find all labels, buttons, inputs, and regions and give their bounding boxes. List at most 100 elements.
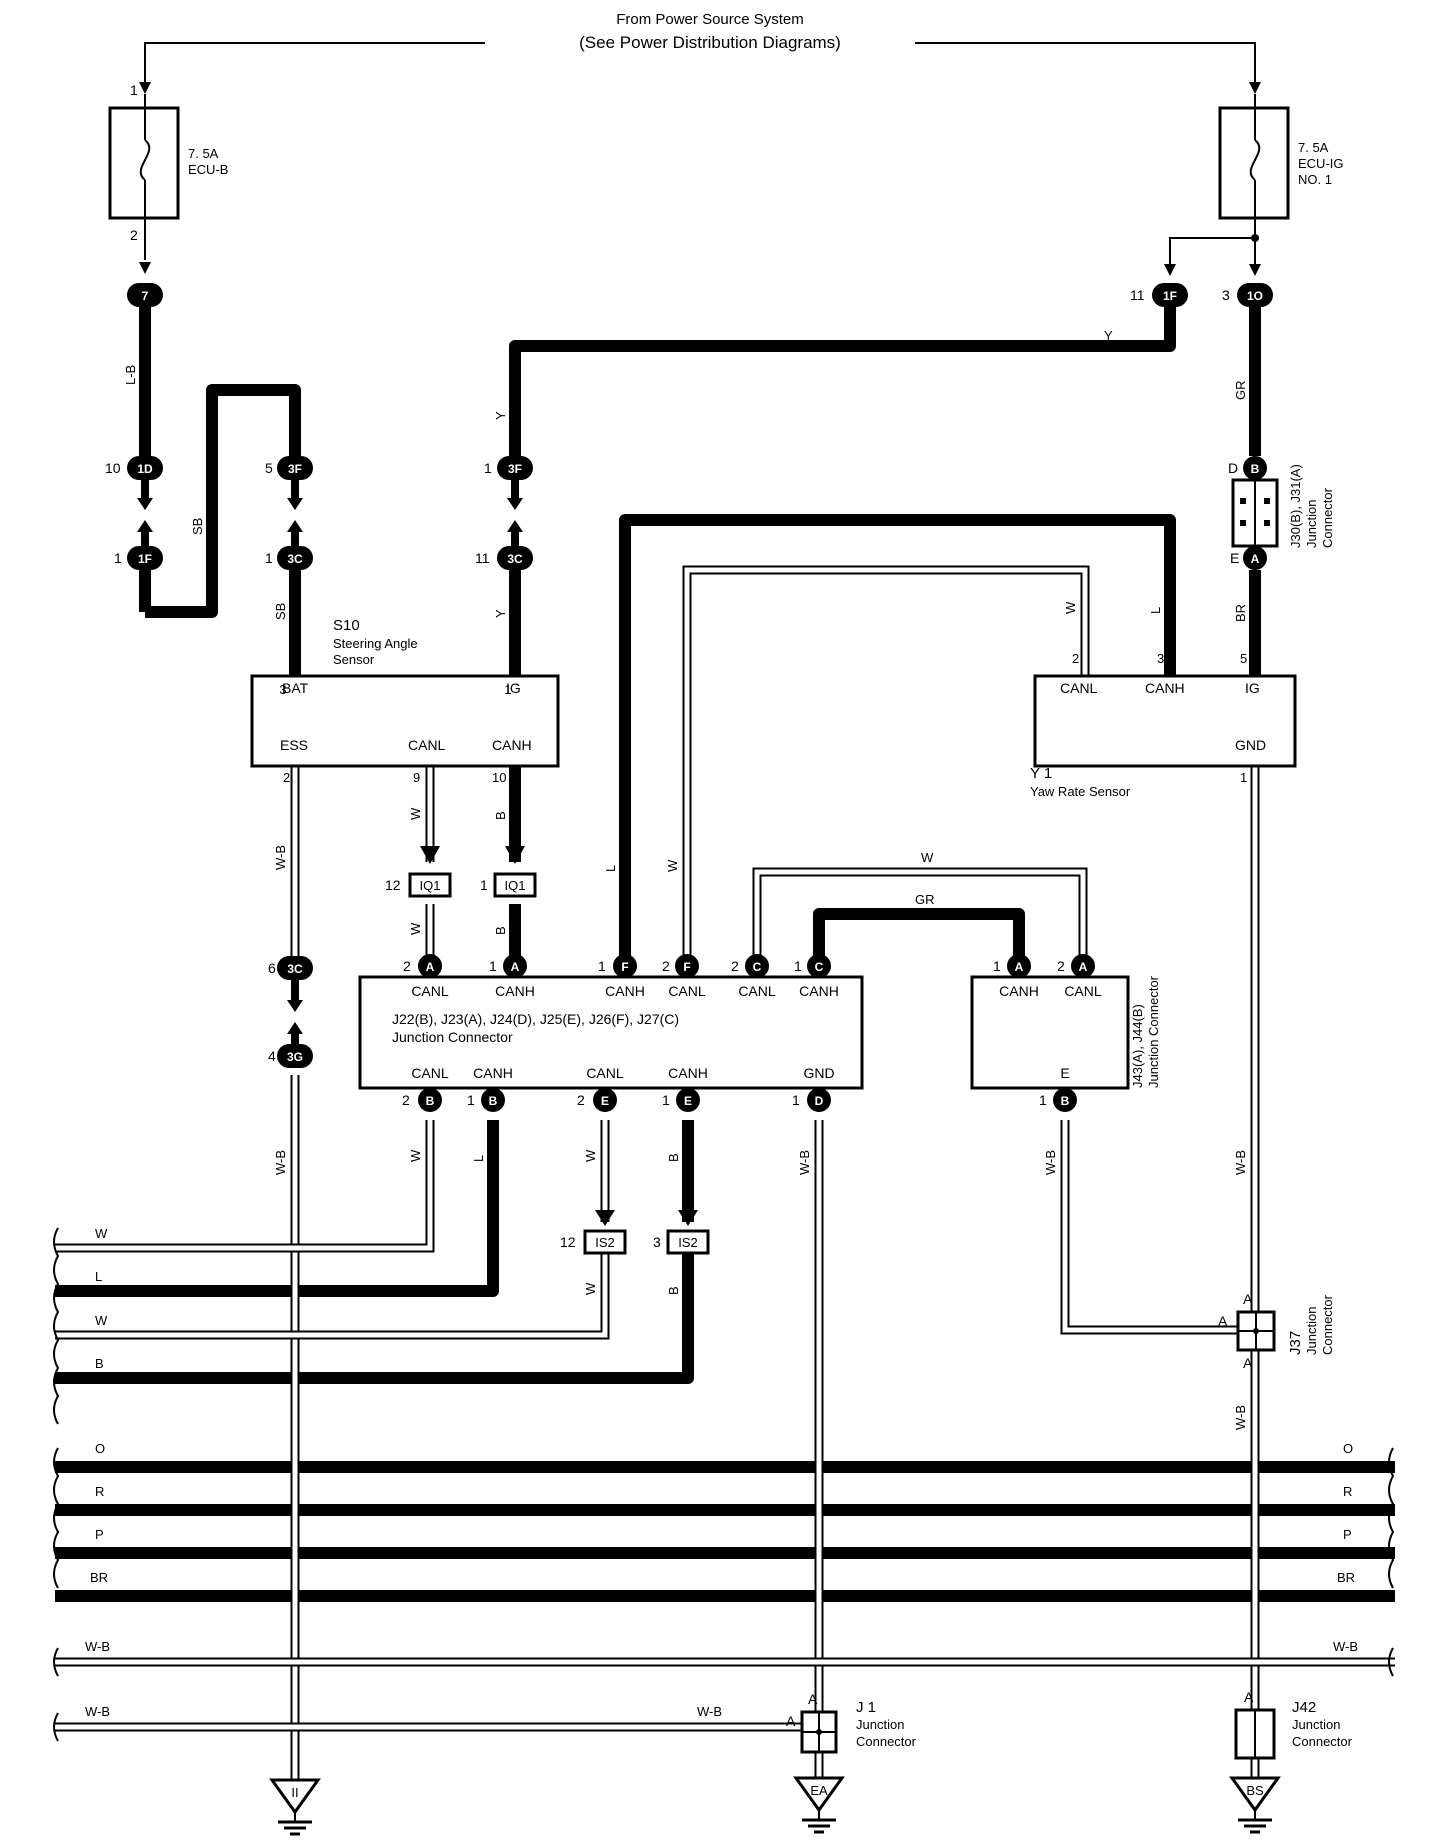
svg-text:2: 2 bbox=[662, 958, 670, 974]
svg-text:BR: BR bbox=[1337, 1570, 1355, 1585]
svg-text:2: 2 bbox=[1057, 958, 1065, 974]
svg-text:IQ1: IQ1 bbox=[505, 878, 526, 893]
svg-text:J22(B), J23(A), J24(D), J25(E): J22(B), J23(A), J24(D), J25(E), J26(F), … bbox=[392, 1011, 679, 1027]
svg-text:2: 2 bbox=[731, 958, 739, 974]
svg-text:1: 1 bbox=[504, 682, 511, 697]
svg-text:W: W bbox=[583, 1149, 598, 1162]
svg-text:E: E bbox=[601, 1094, 609, 1108]
svg-text:CANL: CANL bbox=[586, 1065, 624, 1081]
svg-text:ECU-IG: ECU-IG bbox=[1298, 156, 1344, 171]
jc-bottom-pins: B2 B1 E2 E1 D1 bbox=[402, 1088, 831, 1112]
svg-text:B: B bbox=[666, 1153, 681, 1162]
svg-text:CANH: CANH bbox=[999, 983, 1039, 999]
svg-text:A: A bbox=[786, 1713, 796, 1729]
svg-text:3: 3 bbox=[279, 682, 286, 697]
thick-wires bbox=[55, 295, 1395, 1602]
svg-text:Junction: Junction bbox=[856, 1717, 904, 1732]
svg-text:W: W bbox=[95, 1226, 108, 1241]
svg-text:B: B bbox=[1061, 1094, 1070, 1108]
svg-text:1: 1 bbox=[598, 958, 606, 974]
svg-text:W: W bbox=[408, 807, 423, 820]
svg-text:Connector: Connector bbox=[1320, 1294, 1335, 1355]
svg-text:BR: BR bbox=[90, 1570, 108, 1585]
svg-text:W-B: W-B bbox=[1043, 1150, 1058, 1175]
svg-text:3: 3 bbox=[1222, 287, 1230, 303]
svg-text:1: 1 bbox=[265, 550, 273, 566]
junction-j42: A J42 Junction Connector bbox=[1234, 1689, 1353, 1760]
junction-j43-j44: A1 A2 CANH CANL E B1 J43(A), J44(B) Junc… bbox=[970, 954, 1161, 1112]
jc-top-pins: A2 A1 F1 F2 C2 C1 bbox=[403, 954, 831, 978]
svg-text:P: P bbox=[95, 1527, 104, 1542]
svg-text:B: B bbox=[1251, 462, 1260, 476]
svg-text:W: W bbox=[921, 850, 934, 865]
svg-text:R: R bbox=[95, 1484, 104, 1499]
ground-bs: BS bbox=[1229, 1776, 1281, 1834]
svg-text:9: 9 bbox=[413, 770, 420, 785]
svg-text:GND: GND bbox=[803, 1065, 834, 1081]
svg-text:A: A bbox=[1251, 552, 1260, 566]
svg-text:W: W bbox=[1063, 601, 1078, 614]
junction-connector-main: A2 A1 F1 F2 C2 C1 CANL CANH CANH CANL CA… bbox=[358, 954, 864, 1112]
svg-text:A: A bbox=[1244, 1689, 1254, 1705]
svg-text:1: 1 bbox=[489, 958, 497, 974]
svg-text:1: 1 bbox=[662, 1092, 670, 1108]
fuse-ecu-ig: 7. 5A ECU-IG NO. 1 bbox=[1164, 94, 1344, 276]
svg-text:A: A bbox=[511, 960, 520, 974]
svg-text:B: B bbox=[489, 1094, 498, 1108]
svg-text:3C: 3C bbox=[287, 552, 303, 566]
svg-text:A: A bbox=[1243, 1291, 1253, 1307]
svg-text:3C: 3C bbox=[507, 552, 523, 566]
svg-text:2: 2 bbox=[402, 1092, 410, 1108]
junction-j37: A A A J37 Junction Connector bbox=[1218, 1291, 1335, 1371]
svg-text:BAT: BAT bbox=[282, 680, 309, 696]
svg-text:6: 6 bbox=[268, 960, 276, 976]
svg-text:L: L bbox=[603, 865, 618, 872]
svg-text:Steering Angle: Steering Angle bbox=[333, 636, 418, 651]
steering-angle-sensor: 3 1 BAT IG ESS CANL CANH 2 9 10 S10 Stee… bbox=[250, 617, 560, 785]
svg-text:Junction: Junction bbox=[1292, 1717, 1340, 1732]
svg-text:W: W bbox=[583, 1282, 598, 1295]
svg-text:11: 11 bbox=[475, 550, 490, 566]
svg-text:1: 1 bbox=[467, 1092, 475, 1108]
bus-breaks bbox=[53, 1227, 1395, 1742]
svg-text:F: F bbox=[683, 960, 690, 974]
svg-text:B: B bbox=[493, 926, 508, 935]
connector-ovals: 7 1F 11 1O 3 1D 10 1F 1 3F 5 3C 1 3F 1 bbox=[105, 283, 1273, 1068]
ground-ea: EA bbox=[793, 1776, 845, 1834]
svg-text:NO. 1: NO. 1 bbox=[1298, 172, 1332, 187]
svg-text:CANL: CANL bbox=[411, 1065, 449, 1081]
svg-text:L-B: L-B bbox=[123, 365, 138, 385]
svg-text:W: W bbox=[95, 1313, 108, 1328]
svg-text:SB: SB bbox=[273, 603, 288, 620]
svg-text:A: A bbox=[808, 1691, 818, 1707]
svg-text:Y: Y bbox=[1104, 328, 1113, 343]
svg-text:EA: EA bbox=[810, 1783, 828, 1798]
svg-text:W-B: W-B bbox=[1233, 1405, 1248, 1430]
svg-text:1: 1 bbox=[794, 958, 802, 974]
svg-text:B: B bbox=[426, 1094, 435, 1108]
svg-text:A: A bbox=[1015, 960, 1024, 974]
svg-text:10: 10 bbox=[105, 460, 121, 476]
svg-text:E: E bbox=[1230, 550, 1239, 566]
yaw-rate-sensor: 2 3 5 CANL CANH IG GND 1 Y 1 Yaw Rate Se… bbox=[1030, 651, 1297, 799]
svg-text:D: D bbox=[815, 1094, 824, 1108]
svg-text:W-B: W-B bbox=[273, 1150, 288, 1175]
svg-text:2: 2 bbox=[1072, 651, 1079, 666]
fuse-ecu-b: 1 7. 5A ECU-B 2 bbox=[108, 82, 228, 274]
svg-text:L: L bbox=[471, 1155, 486, 1162]
svg-text:GR: GR bbox=[1233, 381, 1248, 401]
junction-j30-j31: B D A E J30(B), J31(A) Junction Connecto… bbox=[1228, 456, 1335, 570]
svg-text:CANH: CANH bbox=[492, 737, 532, 753]
svg-text:2: 2 bbox=[283, 770, 290, 785]
svg-text:P: P bbox=[1343, 1527, 1352, 1542]
svg-text:IS2: IS2 bbox=[678, 1235, 698, 1250]
svg-text:12: 12 bbox=[560, 1234, 576, 1250]
header-line1: From Power Source System bbox=[616, 11, 804, 28]
svg-text:W-B: W-B bbox=[85, 1639, 110, 1654]
svg-text:3F: 3F bbox=[288, 462, 302, 476]
svg-text:W-B: W-B bbox=[273, 845, 288, 870]
svg-text:O: O bbox=[95, 1441, 105, 1456]
svg-text:II: II bbox=[291, 1785, 298, 1800]
svg-text:1: 1 bbox=[114, 550, 122, 566]
svg-text:1F: 1F bbox=[138, 552, 152, 566]
